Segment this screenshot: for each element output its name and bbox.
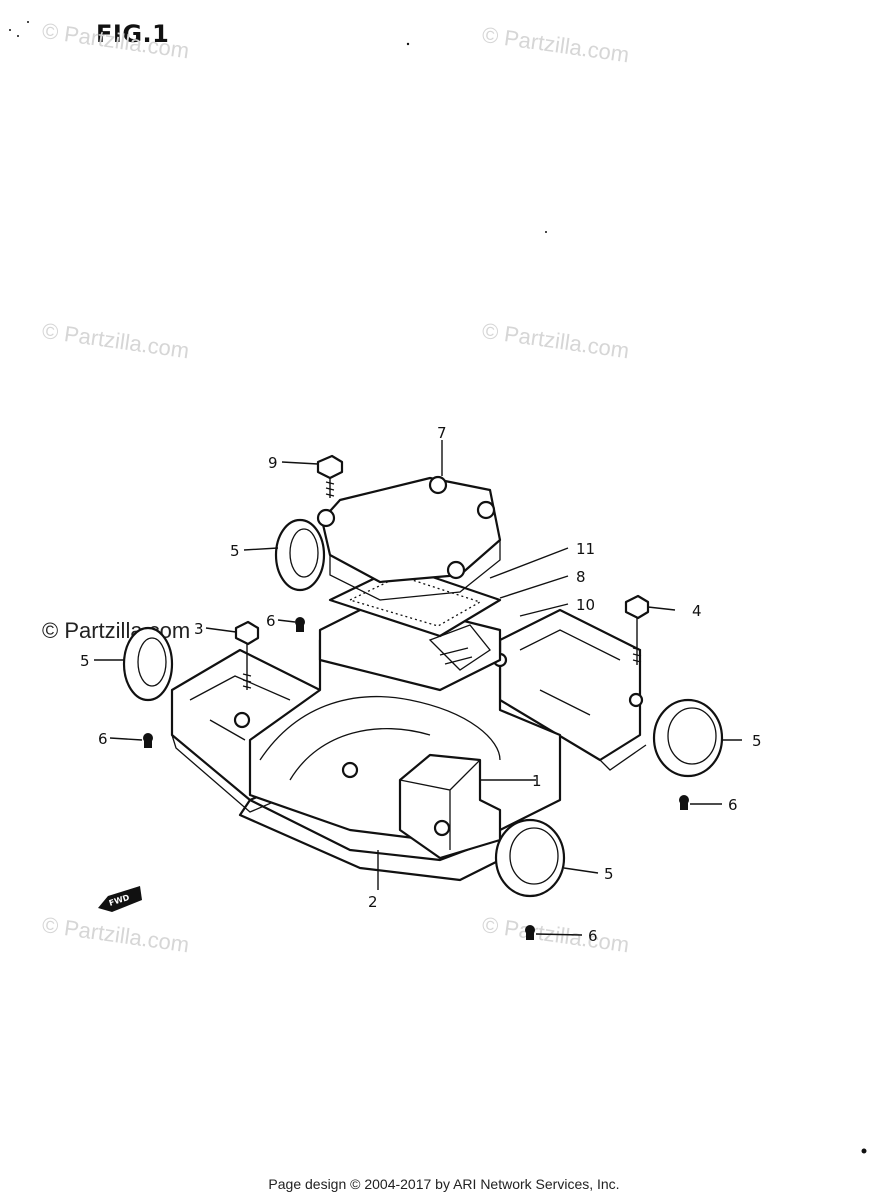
callout-5: 5 [604, 865, 614, 883]
top-cover [316, 475, 502, 601]
cap [122, 626, 174, 702]
bolt-3 [234, 620, 260, 690]
callout-5: 5 [230, 542, 240, 560]
bolt-9 [316, 454, 344, 498]
callout-5: 5 [752, 732, 762, 750]
scan-specks [9, 21, 867, 1154]
callout-3: 3 [194, 620, 204, 638]
callout-7: 7 [437, 424, 447, 442]
leader-lines [94, 440, 742, 936]
forward-arrow: FWD [98, 886, 142, 912]
bolt-4 [624, 594, 650, 665]
small-bolt [525, 925, 535, 940]
callout-6: 6 [266, 612, 276, 630]
callout-6: 6 [728, 796, 738, 814]
callout-11: 11 [576, 540, 595, 558]
small-bolt [679, 795, 689, 810]
callout-6: 6 [98, 730, 108, 748]
callout-10: 10 [576, 596, 595, 614]
cap [494, 818, 566, 898]
callout-4: 4 [692, 602, 702, 620]
small-bolt [143, 733, 153, 748]
cap [652, 698, 724, 778]
callout-5: 5 [80, 652, 90, 670]
callout-9: 9 [268, 454, 278, 472]
cap [274, 518, 326, 592]
figure-title: FIG.1 [96, 20, 170, 48]
callout-labels: 1 2 3 4 5 5 5 5 6 6 6 6 7 8 9 10 11 [80, 424, 762, 945]
callout-1: 1 [532, 772, 542, 790]
callout-8: 8 [576, 568, 586, 586]
page-footer: Page design © 2004-2017 by ARI Network S… [268, 1176, 620, 1192]
callout-2: 2 [368, 893, 378, 911]
small-bolt [295, 617, 305, 632]
main-housing [170, 598, 647, 882]
callout-6: 6 [588, 927, 598, 945]
